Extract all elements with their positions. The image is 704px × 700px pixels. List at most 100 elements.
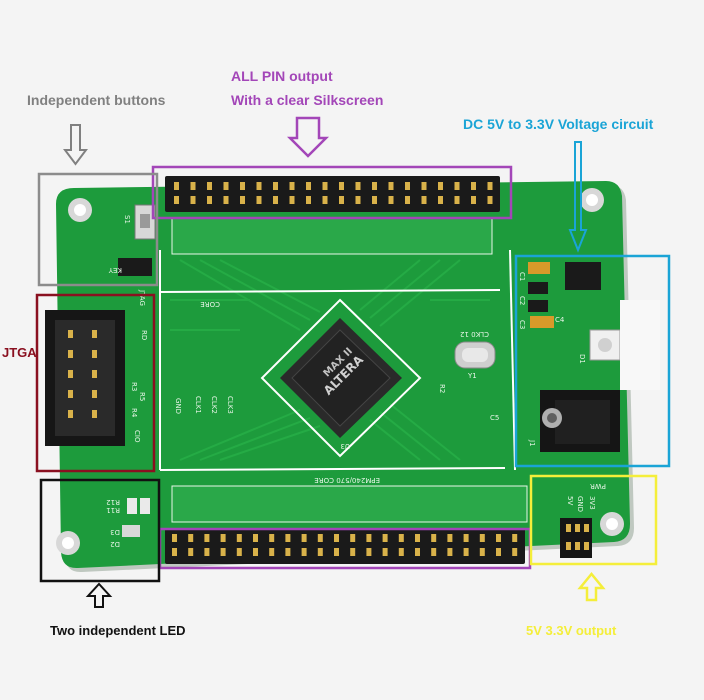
header-pin [566,542,571,550]
regulator-components [528,262,660,452]
header-pin [388,182,394,190]
silk-clk3: CLK3 [226,396,234,414]
voltage-box [514,254,671,468]
header-pin [285,534,291,542]
silk-rd: RD [140,330,148,340]
silk-d1: D1 [578,354,586,364]
silk-c5: C5 [490,414,499,422]
header-pin [92,330,97,338]
header-pin [496,548,501,556]
header-pin [92,370,97,378]
header-pin [174,196,179,204]
header-pin [334,548,339,556]
header-pin [487,182,493,190]
header-pin [496,534,501,542]
header-pin [339,182,344,190]
output-box [529,474,658,566]
buttons-label: Independent buttons [27,92,166,108]
header-pin [431,548,437,556]
silk-c1: C1 [518,272,526,281]
header-pin [382,548,388,556]
header-pin [240,196,245,204]
silk-core: CORE [200,300,220,308]
header-pin [220,548,226,556]
jtag-box [35,293,156,473]
header-pin [301,534,307,542]
header-pin [207,182,212,190]
all-pin-box [151,165,513,220]
header-pin [584,542,589,550]
silk-c3: C3 [518,320,526,329]
header-pin [172,534,177,542]
header-pin [350,534,356,542]
cpld-chip: MAX II ALTERA [260,298,422,458]
header-pin [204,548,210,556]
header-pin [463,534,469,542]
header-pin [190,196,196,204]
header-pin [366,548,372,556]
led-label: Two independent LED [50,623,186,638]
header-pin [289,196,295,204]
header-pin [575,524,580,532]
header-pin [454,196,460,204]
silk-s1: S1 [123,215,131,224]
header-pin [471,196,476,204]
header-pin [421,196,427,204]
header-pin [306,196,311,204]
header-pin [317,548,323,556]
silk-y1: Y1 [467,372,477,380]
led-arrow-icon [85,582,113,608]
silk-vc-3v3: 3V3 [588,496,596,510]
bottom-pin-header [165,485,528,564]
header-pin [479,534,485,542]
header-pin [68,350,73,358]
output-label: 5V 3.3V output [526,623,617,638]
header-pin [273,196,278,204]
header-pin [269,548,275,556]
header-pin [339,196,344,204]
silk-r11: R11 [106,506,120,514]
silk-c2: C2 [518,296,526,305]
silk-core2: EPM240/570 CORE [314,476,380,484]
header-pin [207,196,212,204]
power-output-header [560,518,592,558]
header-pin [405,182,410,190]
silk-pwr: PWR [590,482,606,490]
header-pin [236,548,242,556]
header-pin [566,524,571,532]
silk-vc-gnd: GND [576,496,584,512]
header-pin [454,182,460,190]
silk-d3: D3 [110,528,120,536]
header-pin [289,182,295,190]
header-pin [174,182,179,190]
header-pin [236,534,242,542]
header-pin [575,542,580,550]
header-pin [322,182,328,190]
silk-r2: R2 [438,384,446,393]
silk-r12: R12 [106,498,120,506]
header-pin [447,548,453,556]
header-pin [398,548,404,556]
silk-u3: U3 [340,442,350,450]
silk-gnd: GND [174,398,182,414]
all-pin-arrow-icon [286,116,330,158]
buttons-box [37,172,159,287]
header-pin [188,548,194,556]
silk-jtag: JTAG [138,289,146,306]
silk-clk1: CLK1 [194,396,202,414]
silk-key: KEY [108,266,122,274]
silk-d2: D2 [110,540,120,548]
header-pin [388,196,394,204]
silk-r5: R5 [138,392,146,401]
header-pin [190,182,196,190]
header-pin [366,534,372,542]
header-pin [223,182,229,190]
header-pin [512,548,518,556]
mounting-holes [56,188,624,555]
all-pin-label: ALL PIN output [231,68,333,84]
header-pin [240,182,245,190]
header-pin [68,370,73,378]
output-arrow-icon [577,572,606,602]
header-pin [253,534,258,542]
